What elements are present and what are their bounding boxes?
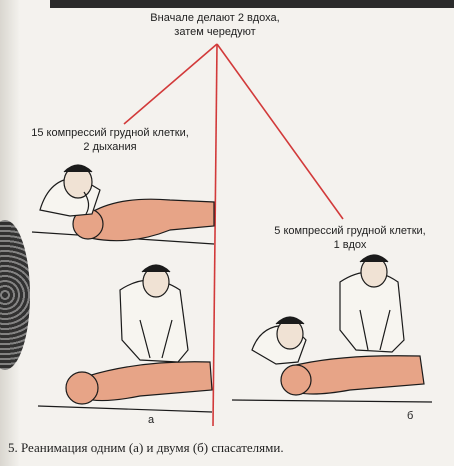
single-rescuer-line-2: 2 дыхания (10, 140, 210, 154)
two-rescuers-label: 5 компрессий грудной клетки, 1 вдох (250, 224, 450, 253)
connector-line-center (213, 44, 217, 426)
figure-caption: 5. Реанимация одним (а) и двумя (б) спас… (8, 440, 448, 456)
two-rescuers-line-1: 5 компрессий грудной клетки, (250, 224, 450, 238)
panel-letter-a: а (148, 414, 154, 426)
header-instruction: Вначале делают 2 вдоха, затем чередуют (120, 11, 310, 40)
panel-letter-b: б (407, 410, 413, 422)
header-line-2: затем чередуют (120, 25, 310, 39)
panel-a-compressions (38, 265, 212, 412)
panel-b-two-rescuers (232, 255, 432, 402)
single-rescuer-line-1: 15 компрессий грудной клетки, (10, 126, 210, 140)
single-rescuer-label: 15 компрессий грудной клетки, 2 дыхания (10, 126, 210, 155)
header-line-1: Вначале делают 2 вдоха, (120, 11, 310, 25)
two-rescuers-line-2: 1 вдох (250, 238, 450, 252)
connector-line-right (217, 44, 343, 219)
connector-line-left (124, 44, 217, 124)
panel-a-breathing (32, 165, 214, 244)
